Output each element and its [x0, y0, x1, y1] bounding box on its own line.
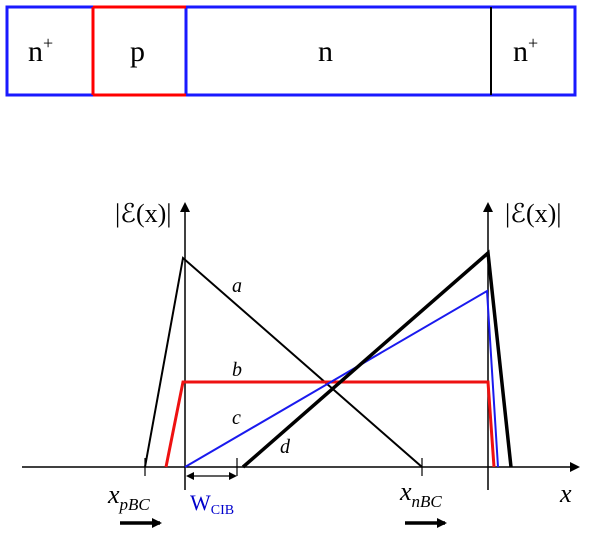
left-axis-label: |ℰ(x)| — [115, 199, 171, 228]
curve-c — [184, 289, 499, 468]
wcib-arrow-left-head — [186, 472, 194, 480]
axes — [22, 202, 580, 490]
region-n: n — [318, 35, 333, 68]
field-curves — [144, 249, 513, 469]
curve-a — [144, 256, 423, 468]
wcib-dimension — [186, 472, 237, 480]
curve-label-d: d — [280, 436, 291, 458]
curve-label-a: a — [232, 275, 242, 297]
region-n-plus-left: n+ — [28, 33, 53, 68]
right-axis-label: |ℰ(x)| — [505, 199, 561, 228]
device-outline — [5, 5, 577, 97]
x-axis-label: x — [559, 479, 572, 508]
curve-d — [241, 249, 513, 469]
xnbc-label: xnBC — [399, 477, 442, 511]
curve-b — [164, 380, 496, 468]
xpbc-label: xpBC — [107, 480, 150, 514]
wcib-arrow-right-head — [229, 472, 237, 480]
curve-label-b: b — [232, 359, 242, 381]
region-n-plus-right: n+ — [513, 33, 538, 68]
curve-label-c: c — [232, 407, 241, 429]
region-p: p — [130, 35, 145, 68]
device-structure: n+ p n n+ — [5, 5, 577, 97]
wcib-label: WCIB — [190, 490, 234, 518]
